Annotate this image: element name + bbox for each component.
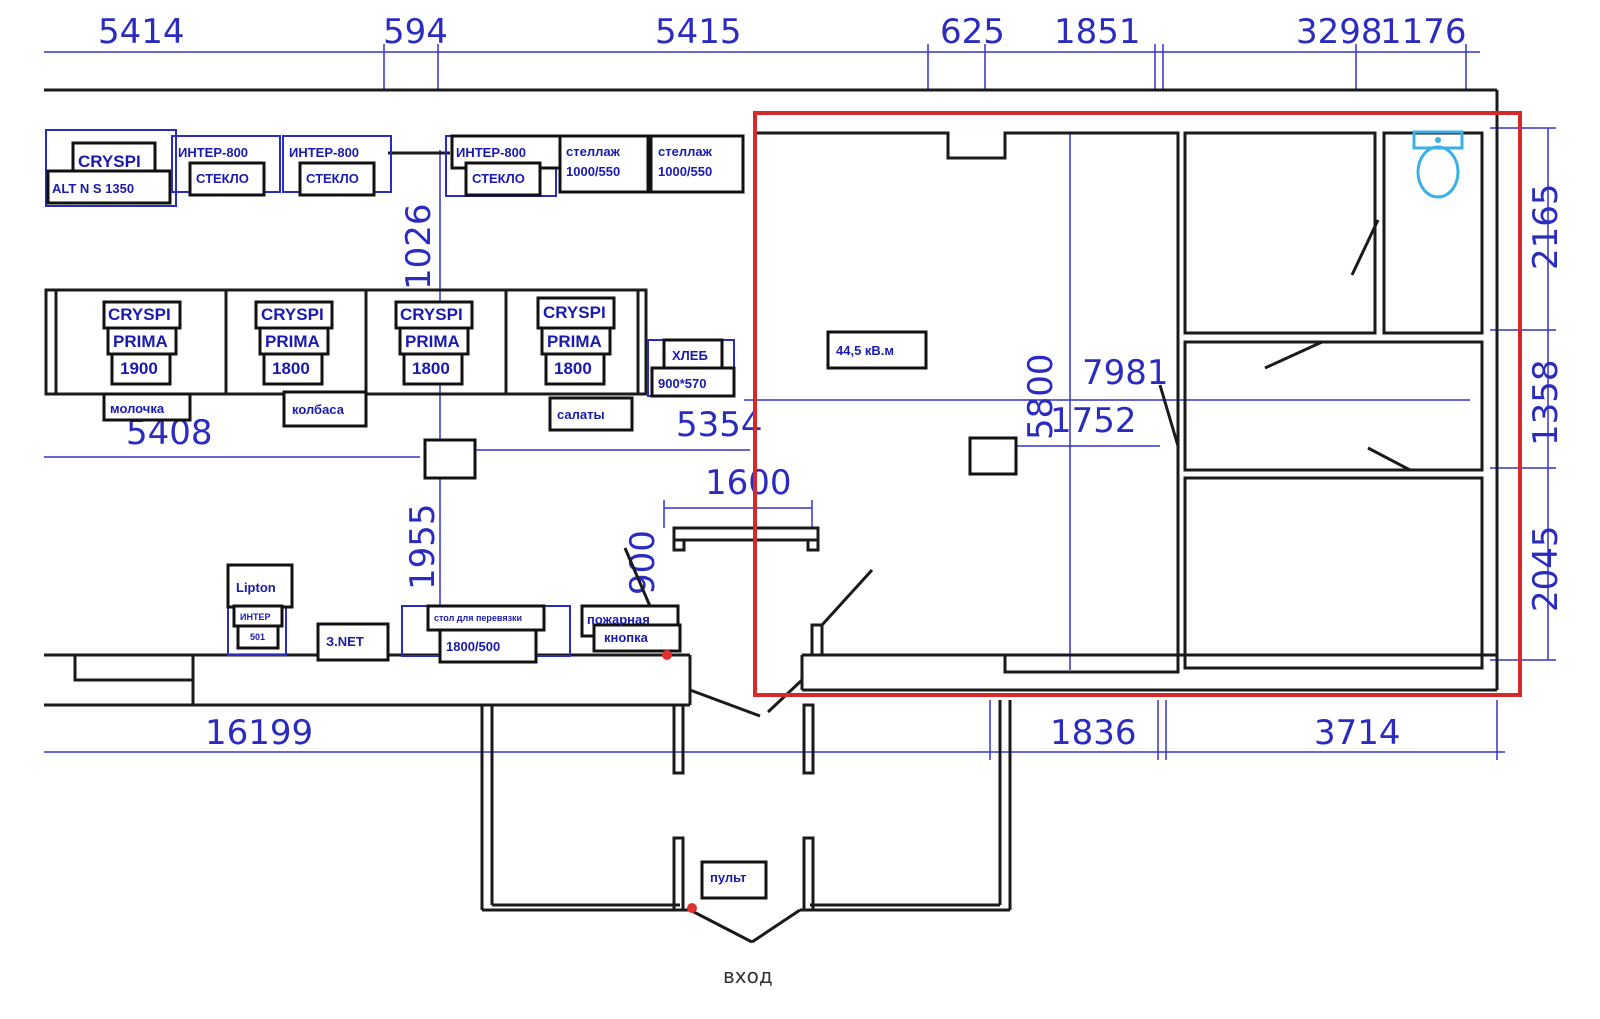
label-prima-4: PRIMA — [547, 332, 602, 351]
dim-5800: 5800 — [1021, 353, 1061, 440]
label-inter-3: ИНТЕР-800 — [456, 145, 526, 160]
equipment-top-row: CRYSPI ALT N S 1350 ИНТЕР-800 СТЕКЛО ИНТ… — [45, 129, 745, 207]
label-stellazh-2: стеллаж — [658, 144, 713, 159]
dim-bottom-1: 16199 — [205, 713, 313, 753]
label-cryspi-top: CRYSPI — [78, 152, 141, 171]
dim-1752: 1752 — [1050, 401, 1137, 441]
label-inter-small-num: 501 — [250, 632, 265, 642]
dim-5354: 5354 — [676, 405, 763, 445]
dim-right-2: 1358 — [1526, 359, 1566, 446]
label-kolbasa: колбаса — [292, 402, 345, 417]
fridge-counters: CRYSPI PRIMA 1900 CRYSPI PRIMA 1800 CRYS… — [44, 288, 736, 432]
label-len-3: 1800 — [412, 359, 450, 378]
label-pozharnaya: пожарная — [587, 612, 650, 627]
label-inter-1: ИНТЕР-800 — [178, 145, 248, 160]
building-walls — [44, 88, 1499, 944]
label-steklo-3: СТЕКЛО — [472, 171, 525, 186]
toilet-icon — [1412, 130, 1464, 199]
area-box — [826, 330, 928, 370]
label-prima-2: PRIMA — [265, 332, 320, 351]
label-steklo-1: СТЕКЛО — [196, 171, 249, 186]
label-prima-1: PRIMA — [113, 332, 168, 351]
label-prima-3: PRIMA — [405, 332, 460, 351]
label-stellazh-1: стеллаж — [566, 144, 621, 159]
label-len-1: 1900 — [120, 359, 158, 378]
label-steklo-2: СТЕКЛО — [306, 171, 359, 186]
label-pult: пульт — [710, 870, 746, 885]
label-stellazh-1-size: 1000/550 — [566, 164, 620, 179]
dimension-lines — [44, 44, 1556, 760]
label-cryspi-1: CRYSPI — [108, 305, 171, 324]
remote-dot — [687, 903, 697, 913]
label-cryspi-2: CRYSPI — [261, 305, 324, 324]
dim-top-4: 625 — [940, 12, 1005, 52]
label-inter-small: ИНТЕР — [240, 612, 270, 622]
label-area: 44,5 кВ.м — [836, 343, 894, 358]
dim-bottom-2: 1836 — [1050, 713, 1137, 753]
label-hleb: ХЛЕБ — [672, 348, 708, 363]
fire-alarm-dot — [662, 650, 672, 660]
dim-7981: 7981 — [1082, 353, 1169, 393]
dim-top-6: 3298 — [1296, 12, 1383, 52]
label-counter-size: 1800/500 — [446, 639, 500, 654]
highlight-area — [753, 111, 1522, 697]
label-len-4: 1800 — [554, 359, 592, 378]
dim-top-5: 1851 — [1054, 12, 1141, 52]
dim-top-3: 5415 — [655, 12, 742, 52]
label-molochka: молочка — [110, 401, 165, 416]
label-len-2: 1800 — [272, 359, 310, 378]
label-zanet: З.NET — [326, 634, 364, 649]
label-counter-top: стол для перевязки — [434, 613, 522, 623]
dim-1026: 1026 — [399, 203, 439, 290]
label-hleb-size: 900*570 — [658, 376, 706, 391]
label-knopka: кнопка — [604, 630, 649, 645]
dim-top-7: 1176 — [1380, 12, 1467, 52]
label-inter-2: ИНТЕР-800 — [289, 145, 359, 160]
label-entry: вход — [723, 964, 773, 988]
dim-900: 900 — [623, 530, 663, 595]
dim-bottom-3: 3714 — [1314, 713, 1401, 753]
dim-top-1: 5414 — [98, 12, 185, 52]
dim-right-3: 2045 — [1526, 525, 1566, 612]
label-cryspi-4: CRYSPI — [543, 303, 606, 322]
label-stellazh-2-size: 1000/550 — [658, 164, 712, 179]
dim-1955: 1955 — [403, 503, 443, 590]
dim-1600: 1600 — [705, 463, 792, 503]
label-lipton: Lipton — [236, 580, 276, 595]
label-cryspi-3: CRYSPI — [400, 305, 463, 324]
dim-top-2: 594 — [383, 12, 448, 52]
label-salaty: салаты — [557, 407, 605, 422]
equipment-lower-row: Lipton ИНТЕР 501 З.NET стол для перевязк… — [226, 563, 768, 913]
label-alt: ALT N S 1350 — [52, 181, 134, 196]
dim-right-1: 2165 — [1526, 183, 1566, 270]
